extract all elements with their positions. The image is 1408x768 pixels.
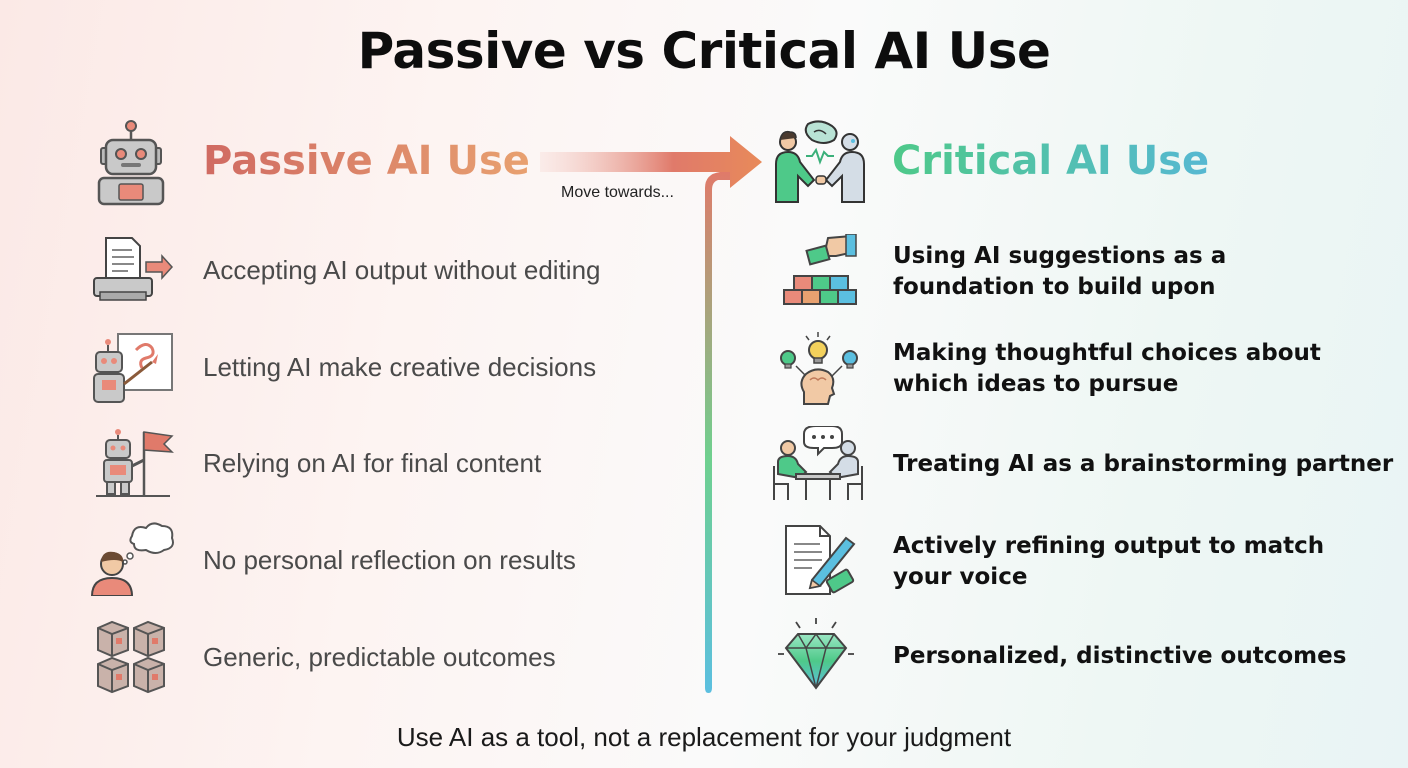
handshake-person-robot-icon xyxy=(772,120,868,204)
document-printer-arrow-icon xyxy=(92,236,174,304)
critical-heading: Critical AI Use xyxy=(892,138,1210,184)
critical-item-3-line-1: Treating AI as a brainstorming partner xyxy=(893,451,1394,477)
diamond-icon xyxy=(776,618,856,692)
person-thought-bubble-icon xyxy=(90,522,176,596)
robot-painting-icon xyxy=(90,332,176,404)
page-title: Passive vs Critical AI Use xyxy=(357,22,1051,80)
move-towards-arrow xyxy=(530,130,770,700)
robot-flag-icon xyxy=(92,428,174,498)
critical-item-1-line-1: Using AI suggestions as a foundation to … xyxy=(893,243,1227,300)
footer-tagline: Use AI as a tool, not a replacement for … xyxy=(396,722,1012,752)
critical-item-4: Actively refining output to match your v… xyxy=(893,531,1324,593)
critical-item-2: Making thoughtful choices about which id… xyxy=(893,338,1321,400)
arrow-label: Move towards... xyxy=(561,184,674,201)
document-pencil-eraser-icon xyxy=(782,524,858,598)
passive-heading: Passive AI Use xyxy=(203,138,530,184)
person-robot-table-icon xyxy=(772,426,864,502)
critical-item-2-line-1: Making thoughtful choices about which id… xyxy=(893,340,1321,397)
passive-item-3: Relying on AI for final content xyxy=(203,448,542,478)
passive-item-5: Generic, predictable outcomes xyxy=(203,642,556,672)
critical-item-4-line-1: Actively refining output to match your v… xyxy=(893,533,1325,590)
critical-item-5: Personalized, distinctive outcomes xyxy=(893,641,1346,672)
robot-icon xyxy=(93,118,173,206)
passive-item-1: Accepting AI output without editing xyxy=(203,255,601,285)
stacked-boxes-icon xyxy=(94,620,170,694)
passive-item-4: No personal reflection on results xyxy=(203,545,576,575)
hand-placing-block-icon xyxy=(778,234,858,308)
critical-item-1: Using AI suggestions as a foundation to … xyxy=(893,241,1226,303)
head-lightbulbs-icon xyxy=(776,332,860,406)
critical-item-5-line-1: Personalized, distinctive outcomes xyxy=(893,643,1347,669)
passive-item-2: Letting AI make creative decisions xyxy=(203,352,597,382)
critical-item-3: Treating AI as a brainstorming partner xyxy=(893,449,1393,480)
